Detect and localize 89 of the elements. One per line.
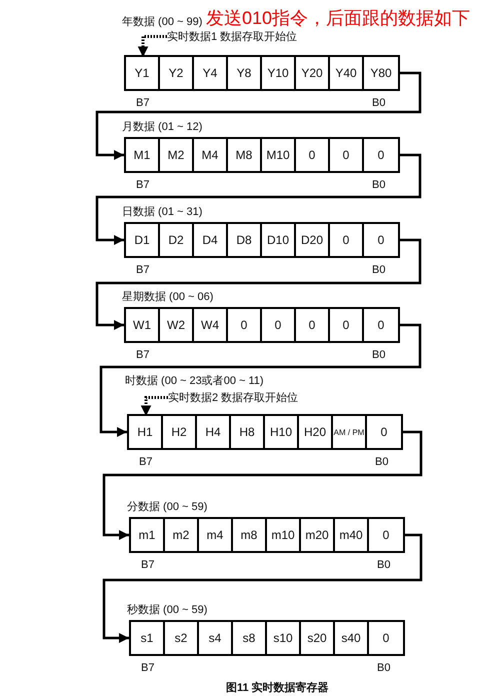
bit-cell: 0 xyxy=(364,309,398,341)
bit-cell: Y2 xyxy=(160,57,194,89)
bit-cell: D2 xyxy=(160,224,194,256)
dotted-arrow xyxy=(138,35,167,57)
bit-cell: s40 xyxy=(335,622,369,654)
bit-label: B0 xyxy=(372,97,386,109)
bit-cell: s4 xyxy=(199,622,233,654)
register-heading: 日数据 (01 ~ 31) xyxy=(122,205,202,219)
bit-cell: 0 xyxy=(228,309,262,341)
bit-cell: s20 xyxy=(301,622,335,654)
bit-cell: D20 xyxy=(296,224,330,256)
bit-label: B7 xyxy=(136,264,150,276)
bit-label: B0 xyxy=(372,349,386,361)
bit-cell: Y20 xyxy=(296,57,330,89)
bit-cell: 0 xyxy=(296,139,330,171)
bit-cell: Y80 xyxy=(364,57,398,89)
bit-cell: W2 xyxy=(160,309,194,341)
bit-cell: M8 xyxy=(228,139,262,171)
bit-cell: m4 xyxy=(199,519,233,551)
bit-cell: s8 xyxy=(233,622,267,654)
bit-cell: m1 xyxy=(131,519,165,551)
register-heading: 时数据 (00 ~ 23或者00 ~ 11) xyxy=(125,374,264,388)
arrow xyxy=(96,72,422,160)
bit-label: B0 xyxy=(372,264,386,276)
bit-cell: 0 xyxy=(330,309,364,341)
bit-cell: M1 xyxy=(126,139,160,171)
register-heading: 分数据 (00 ~ 59) xyxy=(127,500,208,514)
bit-cell: 0 xyxy=(364,224,398,256)
bit-cell: M2 xyxy=(160,139,194,171)
arrow xyxy=(96,154,422,245)
register-heading: 星期数据 (00 ~ 06) xyxy=(122,290,214,304)
figure-caption: 图11 实时数据寄存器 xyxy=(226,680,329,695)
arrow xyxy=(102,534,422,643)
bit-cell: m8 xyxy=(233,519,267,551)
bit-cell: Y10 xyxy=(262,57,296,89)
bit-cell: D8 xyxy=(228,224,262,256)
annotation-text: 实时数据2 数据存取开始位 xyxy=(168,390,298,405)
bit-cell: W1 xyxy=(126,309,160,341)
bit-cell: 0 xyxy=(364,139,398,171)
bit-cell: H8 xyxy=(231,416,265,448)
bit-cell: H20 xyxy=(299,416,333,448)
bit-label: B0 xyxy=(377,662,390,674)
bit-label: B0 xyxy=(377,559,390,571)
bit-cell: Y40 xyxy=(330,57,364,89)
bit-label: B7 xyxy=(136,97,150,109)
bit-cell: s2 xyxy=(165,622,199,654)
bit-cell: s1 xyxy=(131,622,165,654)
dotted-arrow xyxy=(140,396,168,416)
bit-cell: H4 xyxy=(197,416,231,448)
register-heading: 年数据 (00 ~ 99) xyxy=(122,15,202,29)
bit-cell: 0 xyxy=(367,416,401,448)
bit-cell: H2 xyxy=(163,416,197,448)
bit-label: B7 xyxy=(136,349,150,361)
bit-cell: AM / PM xyxy=(333,416,367,448)
bit-cell: H1 xyxy=(129,416,163,448)
bit-cell: M4 xyxy=(194,139,228,171)
bit-cell: 0 xyxy=(369,622,403,654)
register-heading: 月数据 (01 ~ 12) xyxy=(122,120,202,134)
bit-cell: s10 xyxy=(267,622,301,654)
bit-cell: H10 xyxy=(265,416,299,448)
bit-cell: 0 xyxy=(330,139,364,171)
bit-cell: 0 xyxy=(262,309,296,341)
register-heading: 秒数据 (00 ~ 59) xyxy=(127,603,208,617)
bit-label: B7 xyxy=(141,559,154,571)
bit-cell: D1 xyxy=(126,224,160,256)
annotation-text: 实时数据1 数据存取开始位 xyxy=(167,29,298,44)
bit-label: B0 xyxy=(372,179,386,191)
bit-cell: W4 xyxy=(194,309,228,341)
arrow xyxy=(100,324,422,437)
bit-cell: D10 xyxy=(262,224,296,256)
bit-cell: D4 xyxy=(194,224,228,256)
note-text: 发送010指令，后面跟的数据如下 xyxy=(206,7,470,30)
bit-cell: 0 xyxy=(369,519,403,551)
bit-label: B0 xyxy=(375,456,388,468)
bit-cell: Y4 xyxy=(194,57,228,89)
bit-cell: 0 xyxy=(296,309,330,341)
bit-label: B7 xyxy=(136,179,150,191)
bit-cell: 0 xyxy=(330,224,364,256)
arrow xyxy=(96,238,422,330)
arrow xyxy=(102,430,422,540)
bit-cell: Y1 xyxy=(126,57,160,89)
bit-cell: m20 xyxy=(301,519,335,551)
bit-cell: m40 xyxy=(335,519,369,551)
bit-cell: m2 xyxy=(165,519,199,551)
bit-label: B7 xyxy=(139,456,152,468)
bit-cell: m10 xyxy=(267,519,301,551)
bit-label: B7 xyxy=(141,662,154,674)
bit-cell: Y8 xyxy=(228,57,262,89)
bit-cell: M10 xyxy=(262,139,296,171)
